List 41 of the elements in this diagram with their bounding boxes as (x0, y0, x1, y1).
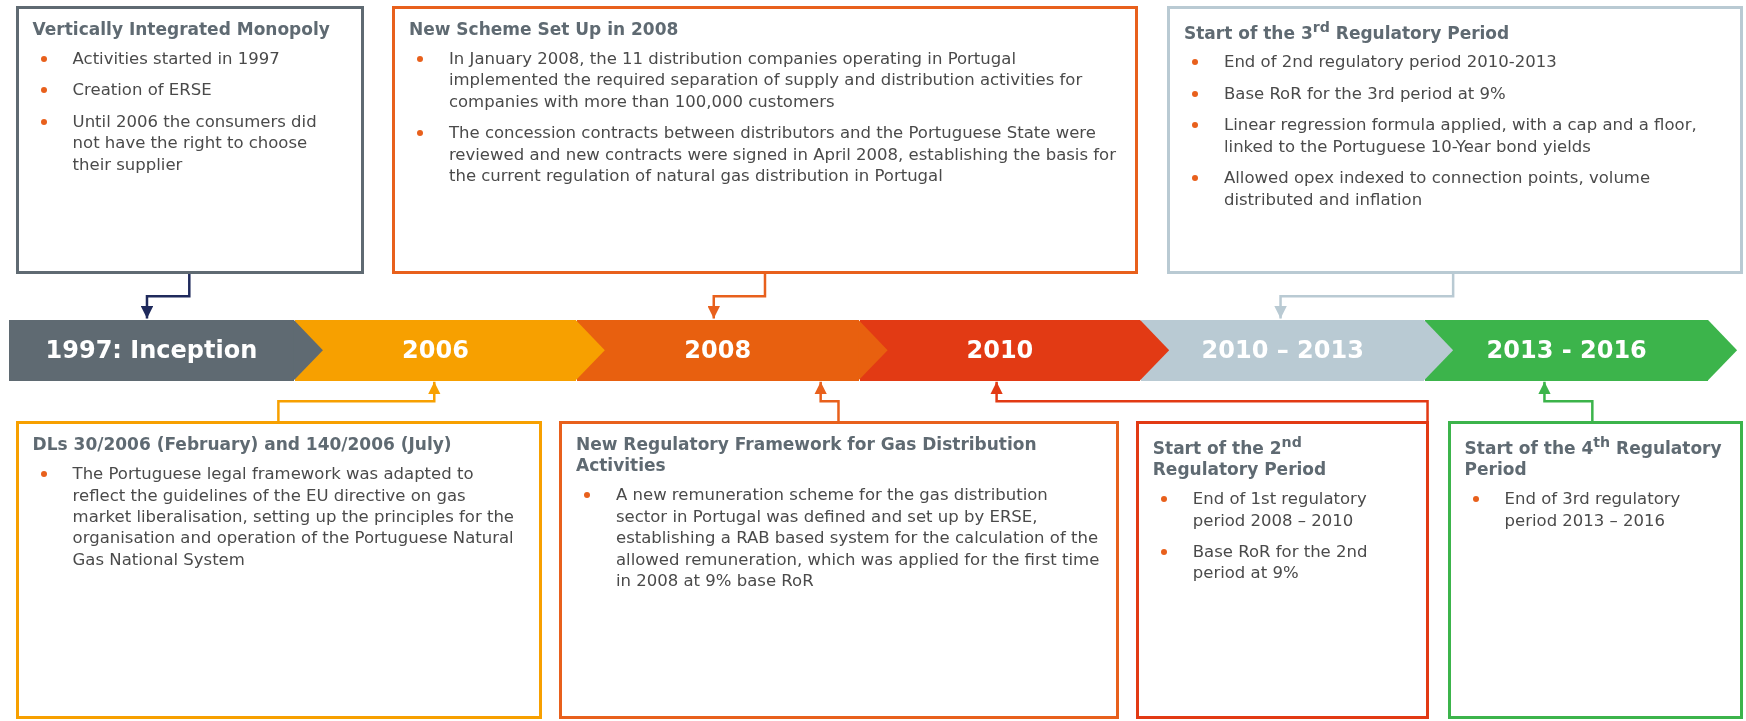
box-heading: New Regulatory Framework for Gas Distribution Activities (576, 433, 1038, 477)
connector-arrow (277, 381, 441, 421)
bullet-text: Allowed opex indexed to connection points, volume distributed and inflation (1223, 168, 1651, 209)
milestone-box (15, 420, 543, 719)
connector-arrow (1538, 381, 1594, 421)
connector-arrow (140, 273, 191, 319)
bullet-text: Linear regression formula applied, with a cap and a floor, linked to the Portuguese 10-Year bond yields (1223, 115, 1697, 156)
bullet-text: End of 3rd regulatory period 2013 – 2016 (1504, 489, 1681, 530)
milestone-box (1447, 420, 1743, 719)
bullet-text: Until 2006 the consumers did not have the right to choose their supplier (72, 111, 317, 174)
box-heading: New Scheme Set Up in 2008 (408, 18, 680, 40)
box-heading: Start of the 3$^{rd}$ Regulatory Period (1183, 18, 1511, 44)
connector-arrow (990, 381, 1429, 421)
box-heading: Vertically Integrated Monopoly (32, 18, 331, 40)
bullet-text: Activities started in 1997 (72, 48, 280, 68)
chevron-label: 1997: Inception (45, 336, 258, 365)
bullet-text: A new remuneration scheme for the gas distribution sector in Portugal was defined and set up by ERSE, establishing a RAB based system for the calculation of the allowed remuneration, which was applied for the first time in 2008 at 9% base RoR (616, 485, 1100, 591)
bullet-text: The Portuguese legal framework was adapted to reflect the guidelines of the EU directive on gas market liberalisation, setting up the principles for the organisation and operation of the Portuguese Natural Gas National System (72, 464, 514, 569)
bullet-text: In January 2008, the 11 distribution companies operating in Portugal implemented the required separation of supply and distribution activities for companies with more than 100,000 customers (448, 48, 1083, 111)
chevron-label: 2010 – 2013 (1201, 336, 1364, 365)
bullet-text: End of 2nd regulatory period 2010-2013 (1223, 52, 1557, 72)
milestone-box (1166, 5, 1743, 274)
milestone-box (391, 5, 1138, 274)
bullet-text: Creation of ERSE (72, 80, 212, 100)
chevron-label: 2006 (402, 336, 469, 365)
connector-arrow (814, 381, 840, 421)
chevron-label: 2008 (684, 336, 752, 365)
box-heading: Start of the 2$^{nd}$ Regulatory Period (1152, 433, 1328, 481)
bullet-text: Base RoR for the 3rd period at 9% (1223, 83, 1506, 103)
bullet-text: End of 1st regulatory period 2008 – 2010 (1192, 489, 1367, 530)
connector-arrow (1274, 273, 1455, 319)
bullet-text: Base RoR for the 2nd period at 9% (1192, 541, 1368, 583)
bullet-text: The concession contracts between distributors and the Portuguese State were reviewed and new contracts were signed in April 2008, establishing the basis for the current regulation of natural gas distribution in Portugal (448, 123, 1116, 185)
milestone-box (559, 420, 1120, 719)
chevron-label: 2010 (966, 336, 1034, 365)
connector-arrow (707, 273, 767, 319)
milestone-box (1135, 420, 1429, 719)
box-heading: DLs 30/2006 (February) and 140/2006 (July) (32, 433, 453, 456)
box-heading: Start of the 4$^{th}$ Regulatory Period (1464, 433, 1723, 481)
milestone-box (15, 5, 365, 274)
chevron-label: 2013 - 2016 (1486, 336, 1647, 365)
